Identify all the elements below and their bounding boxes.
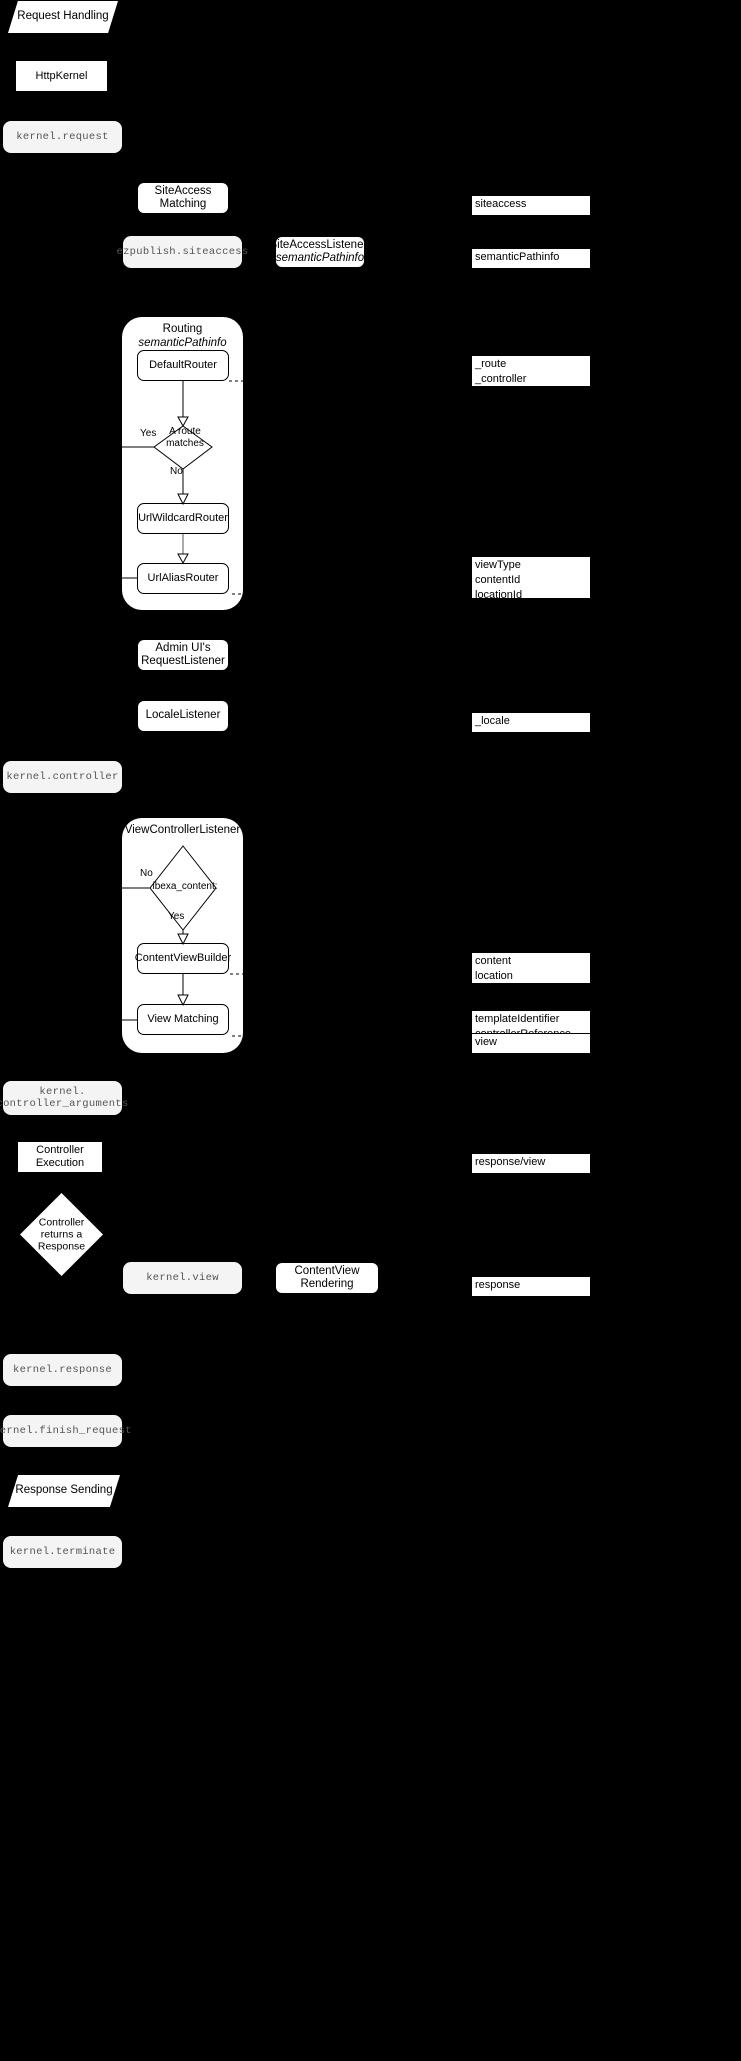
decision-line-3: Response <box>37 1240 86 1253</box>
decision-controller-returns-response: Controller returns a Response <box>20 1193 103 1276</box>
decision-line-1: Controller <box>38 1215 85 1228</box>
event-kernel-request: kernel.request <box>3 121 122 153</box>
event-kernel-controller-label: kernel.controller <box>6 770 119 783</box>
routing-connectors <box>122 380 252 595</box>
event-kernel-finish-request-label: kernel.finish_request <box>0 1424 132 1437</box>
phase-response-sending: Response Sending <box>8 1475 120 1507</box>
event-ezpublish-siteaccess: ezpublish.siteaccess <box>116 236 248 268</box>
node-http-kernel: HttpKernel <box>15 60 108 92</box>
routing-decision-line2: matches <box>166 438 204 449</box>
event-kernel-terminate-label: kernel.terminate <box>9 1545 116 1558</box>
event-kernel-view-label: kernel.view <box>146 1271 219 1284</box>
node-view-matching: View Matching <box>137 1004 229 1035</box>
decision-controller-returns-response-label: Controller returns a Response <box>20 1216 103 1253</box>
event-kernel-controller-arguments: kernel. controller_arguments <box>0 1081 128 1115</box>
view-controller-yes-label: Yes <box>168 911 185 922</box>
attr-content-location: content location <box>471 952 591 984</box>
decision-line-2: returns a <box>40 1228 83 1241</box>
attr-response-view: response/view <box>471 1153 591 1174</box>
view-controller-decision-text: ibexa_content: <box>152 881 218 892</box>
node-url-wildcard-router-label: UrlWildcardRouter <box>138 512 228 525</box>
node-siteaccess-listener-line2: semanticPathinfo <box>275 252 365 264</box>
phase-request-handling-label: Request Handling <box>17 10 109 23</box>
container-view-controller-listener-title: ViewControllerListener <box>124 824 241 836</box>
phase-request-handling: Request Handling <box>8 1 118 33</box>
event-kernel-finish-request: kernel.finish_request <box>0 1415 132 1447</box>
routing-no-label: No <box>170 466 183 477</box>
view-controller-connectors <box>122 845 252 1037</box>
attr-view: view <box>471 1033 591 1054</box>
node-view-matching-label: View Matching <box>147 1013 219 1026</box>
attr-locale: _locale <box>471 712 591 733</box>
node-admin-ui-request-listener: Admin UI's RequestListener <box>137 639 229 671</box>
attr-siteaccess: siteaccess <box>471 195 591 216</box>
event-kernel-request-label: kernel.request <box>16 130 109 143</box>
node-locale-listener-label: LocaleListener <box>145 709 221 722</box>
node-url-wildcard-router: UrlWildcardRouter <box>137 503 229 534</box>
event-kernel-response-label: kernel.response <box>12 1363 112 1376</box>
node-siteaccess-listener: SiteAccessListener: semanticPathinfo <box>270 236 371 268</box>
phase-response-sending-label: Response Sending <box>15 1484 113 1497</box>
node-admin-ui-request-listener-line2: RequestListener <box>141 655 225 667</box>
node-siteaccess-matching-label: SiteAccess Matching <box>154 184 212 210</box>
event-ezpublish-siteaccess-label: ezpublish.siteaccess <box>116 245 249 258</box>
view-controller-no-label: No <box>140 868 153 879</box>
node-url-alias-router-label: UrlAliasRouter <box>147 572 219 585</box>
node-siteaccess-matching: SiteAccess Matching <box>137 182 229 214</box>
attr-response: response <box>471 1276 591 1297</box>
node-default-router-label: DefaultRouter <box>149 359 217 372</box>
event-kernel-response: kernel.response <box>3 1354 122 1386</box>
node-content-view-rendering-label: ContentView Rendering <box>294 1264 360 1290</box>
container-routing-title-prefix: Routing <box>162 323 203 335</box>
routing-decision-text: A route matches <box>156 426 214 450</box>
routing-decision-line1: A route <box>169 426 201 437</box>
container-routing-title-line1: Routing semanticPathinfo <box>122 323 243 351</box>
event-kernel-controller-arguments-label: kernel. controller_arguments <box>0 1085 129 1110</box>
attr-semantic-pathinfo: semanticPathinfo <box>471 248 591 269</box>
node-content-view-rendering: ContentView Rendering <box>275 1262 379 1294</box>
node-controller-execution: Controller Execution <box>17 1141 103 1173</box>
node-siteaccess-listener-line1: SiteAccessListener: <box>269 238 371 251</box>
node-content-view-builder-label: ContentViewBuilder <box>134 952 232 965</box>
event-kernel-terminate: kernel.terminate <box>3 1536 122 1568</box>
node-controller-execution-label: Controller Execution <box>35 1144 85 1169</box>
node-default-router: DefaultRouter <box>137 350 229 381</box>
container-routing-title-italic: semanticPathinfo <box>138 336 227 349</box>
node-http-kernel-label: HttpKernel <box>35 69 88 82</box>
attr-route-controller: _route _controller <box>471 355 591 387</box>
node-admin-ui-request-listener-line1: Admin UI's <box>155 641 211 654</box>
attr-viewtype-contentid-locationid: viewType contentId locationId <box>471 556 591 601</box>
event-kernel-controller: kernel.controller <box>3 761 122 793</box>
event-kernel-view: kernel.view <box>123 1262 242 1294</box>
routing-yes-label: Yes <box>140 428 157 439</box>
node-locale-listener: LocaleListener <box>137 700 229 732</box>
